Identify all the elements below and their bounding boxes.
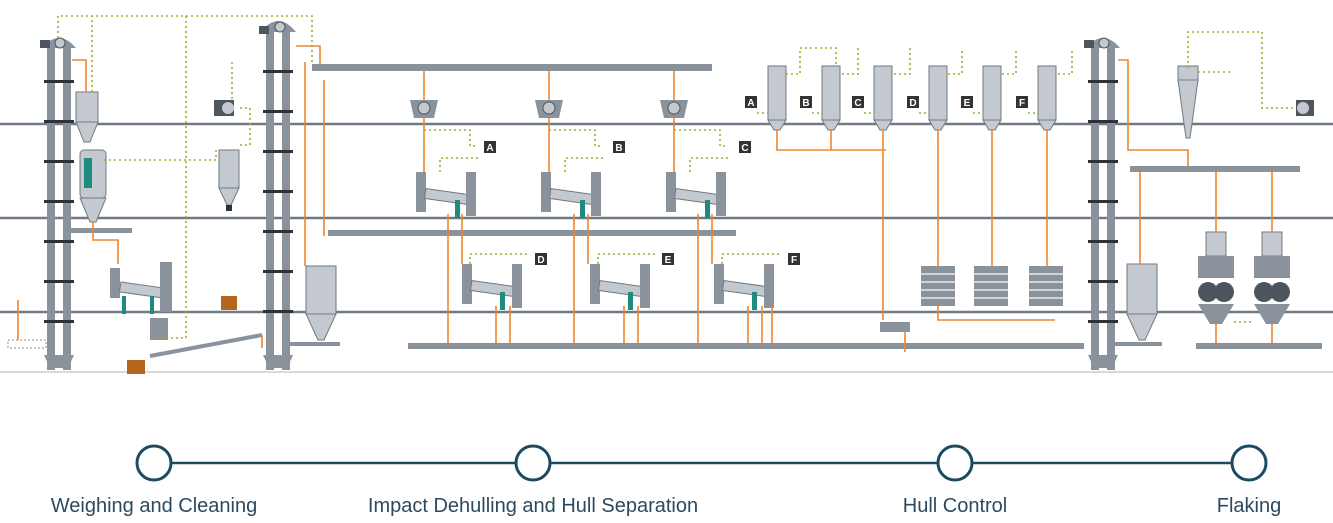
station-label-e: E <box>964 98 971 109</box>
dehuller-label-c: C <box>741 143 748 154</box>
inclined-conveyor <box>149 318 263 358</box>
timeline-node-flaking <box>1230 444 1268 482</box>
hull-press-units <box>921 266 1063 306</box>
impact-dehuller-row <box>410 100 688 118</box>
bucket-elevator-1 <box>40 37 76 370</box>
product-flow-lines <box>17 45 1273 352</box>
separator-row-lower <box>462 264 775 310</box>
bottom-collection-conveyor <box>408 343 1084 349</box>
dehuller-label-a: A <box>486 143 493 154</box>
bucket-elevator-3 <box>1084 37 1120 370</box>
storage-silo-right <box>1112 263 1162 346</box>
bucket-elevator-2 <box>259 21 296 370</box>
hull-press-ribs <box>921 273 1063 299</box>
cleaning-sieve <box>110 262 172 314</box>
station-label-a: A <box>747 98 754 109</box>
aspiration-lines <box>57 15 1296 339</box>
aspiration-columns <box>767 65 1057 131</box>
storage-silo-left <box>290 265 340 346</box>
flaking-mills <box>1198 231 1290 324</box>
hull-bin <box>127 360 145 374</box>
intake-pit <box>7 339 47 349</box>
hull-discharge-screw <box>880 322 910 332</box>
dehulling-upper-labels: A B C <box>484 141 751 154</box>
flakes-discharge-conveyor <box>1196 343 1322 349</box>
dehulling-lower-labels: D E F <box>535 253 800 266</box>
weighing-hopper <box>70 91 132 233</box>
separator-label-d: D <box>537 255 544 266</box>
middle-conveyor <box>328 230 736 236</box>
impurities-bin <box>221 296 237 310</box>
flaking-cyclone <box>1177 65 1314 139</box>
timeline-node-dehulling <box>514 444 552 482</box>
timeline-node-hull-control <box>936 444 974 482</box>
stage-label-weighing: Weighing and Cleaning <box>50 495 258 517</box>
separator-row-upper <box>416 172 727 218</box>
floor-lines <box>0 122 1333 373</box>
dehuller-label-b: B <box>615 143 622 154</box>
separator-label-e: E <box>665 255 672 266</box>
stage-label-dehulling: Impact Dehulling and Hull Separation <box>367 495 699 517</box>
timeline-node-weighing <box>135 444 173 482</box>
station-label-b: B <box>802 98 809 109</box>
station-label-d: D <box>909 98 916 109</box>
station-label-f: F <box>1019 98 1025 109</box>
top-distribution-conveyor <box>312 64 712 71</box>
flaker-feed-conveyor <box>1130 166 1300 172</box>
top-station-labels: A B C D E F <box>745 96 1028 109</box>
process-timeline <box>135 444 1268 482</box>
station-label-c: C <box>854 98 861 109</box>
aspiration-cyclone-left <box>214 100 240 211</box>
stage-label-flaking: Flaking <box>1216 495 1282 517</box>
stage-label-hull-control: Hull Control <box>902 495 1008 517</box>
separator-label-f: F <box>791 255 797 266</box>
